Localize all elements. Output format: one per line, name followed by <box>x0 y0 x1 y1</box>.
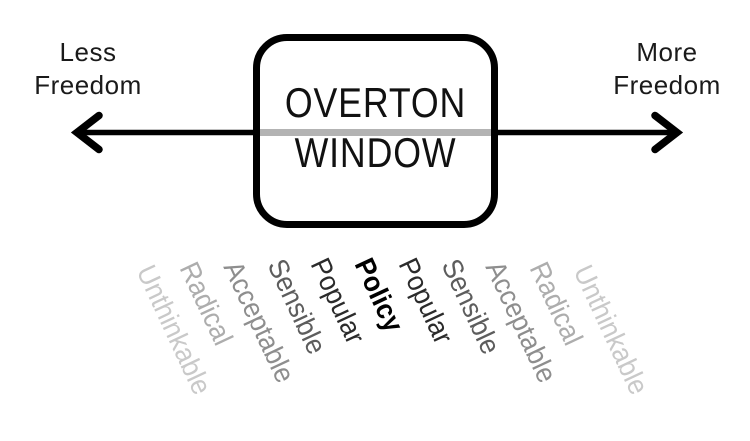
more-freedom-label: More Freedom <box>587 36 747 102</box>
window-divider-line <box>260 129 491 136</box>
more-freedom-line1: More <box>636 37 698 67</box>
less-freedom-line2: Freedom <box>34 70 142 100</box>
right-arrowhead-icon <box>651 111 684 154</box>
more-freedom-line2: Freedom <box>613 70 721 100</box>
left-arrowhead-icon <box>70 111 103 154</box>
less-freedom-label: Less Freedom <box>8 36 168 102</box>
overton-text: OVERTON <box>284 79 467 126</box>
less-freedom-line1: Less <box>59 37 117 67</box>
overton-window-box: OVERTON WINDOW <box>253 34 498 228</box>
window-text: WINDOW <box>294 129 457 176</box>
